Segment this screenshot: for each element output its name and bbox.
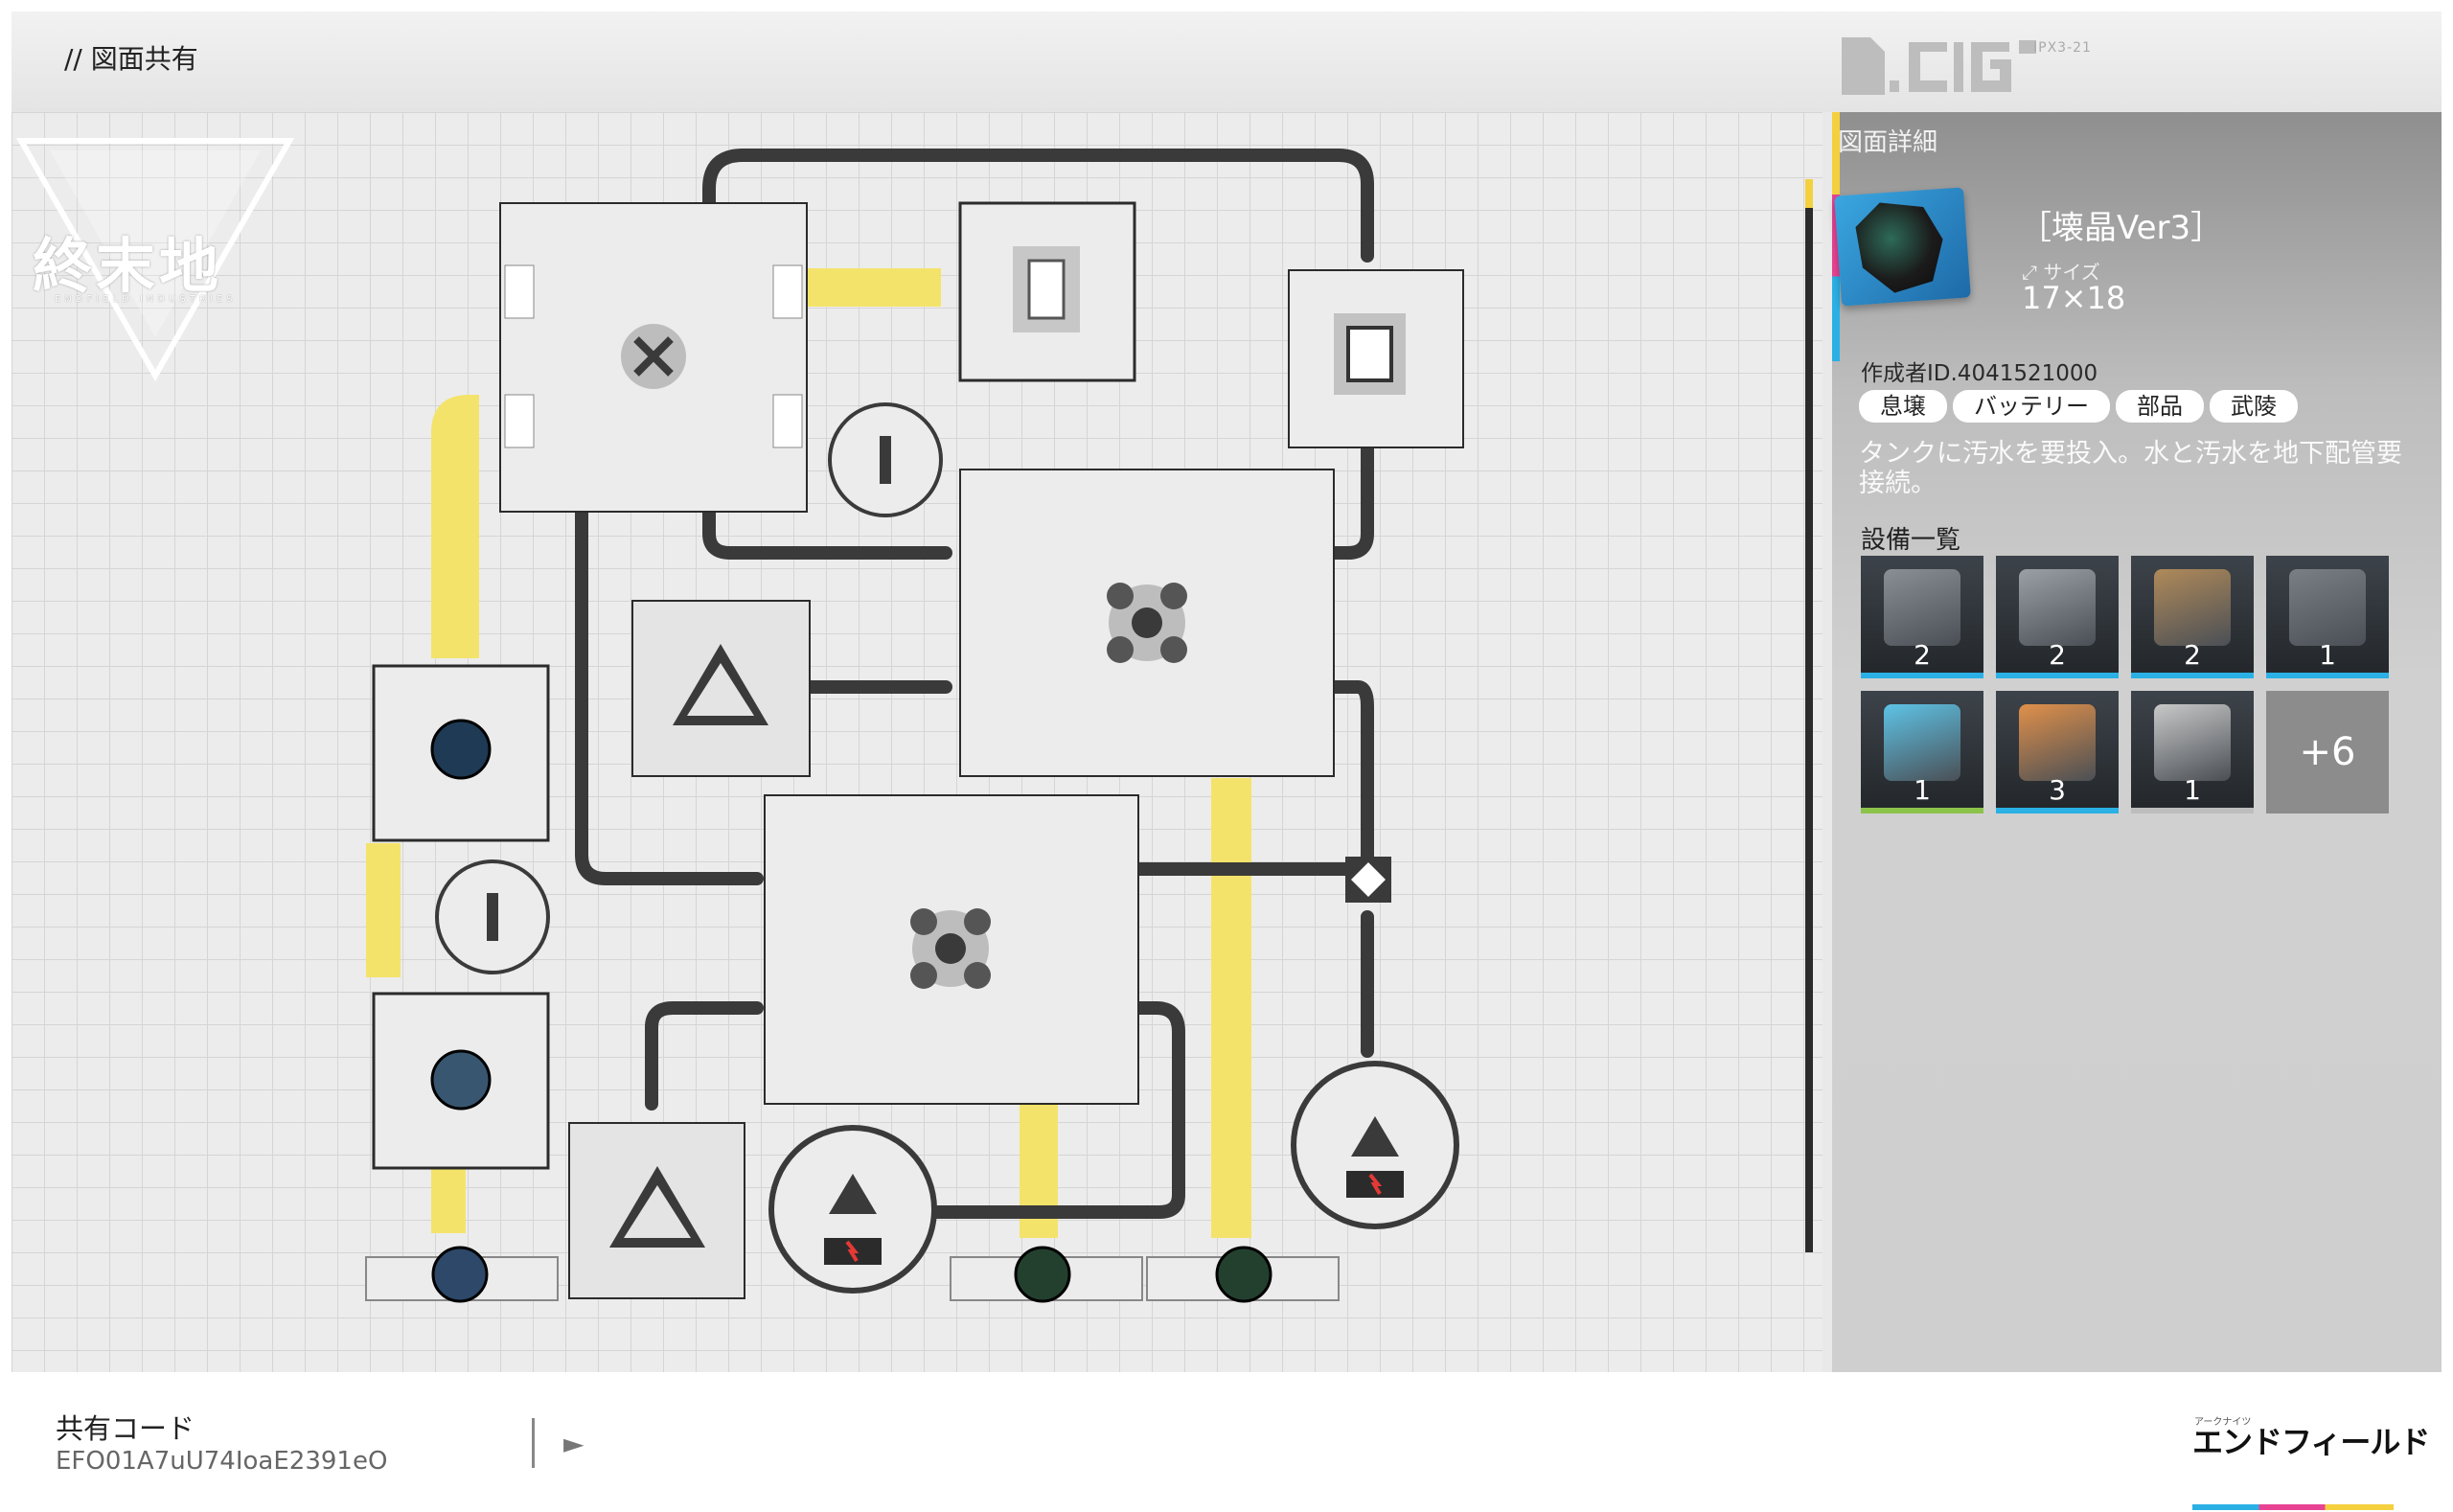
panel-scrollbar-thumb[interactable] (1805, 179, 1813, 208)
crystal-icon (1854, 198, 1946, 295)
machine-tower-small-2 (435, 859, 550, 974)
equipment-rarity-bar (2131, 808, 2254, 813)
detail-panel-accent (1832, 112, 1840, 361)
machine-triangle-bottom (568, 1122, 745, 1299)
equipment-rarity-bar (2266, 673, 2389, 678)
endfield-logo: 終末地 ENDFIELD INDUSTRIES (11, 131, 299, 390)
footer-brand-small: アークナイツ (2194, 1417, 2252, 1428)
size-label: ⤢ サイズ (2022, 257, 2100, 285)
machine-storage-left-lower (372, 992, 550, 1170)
machine-filter-center (959, 469, 1335, 777)
equipment-count: 2 (2049, 639, 2066, 671)
share-code-label: 共有コード (56, 1412, 195, 1445)
machine-refinery-top (499, 202, 808, 513)
brand-mark-icon (1842, 37, 2036, 95)
logo-title: 終末地 (33, 231, 223, 301)
equipment-tile[interactable]: 1 (1861, 691, 1983, 813)
equipment-count: 1 (1914, 774, 1931, 806)
battery-rack-colored-icon (2289, 569, 2366, 646)
factory-blueprint (365, 149, 1464, 1303)
equipment-tile[interactable]: 1 (2266, 556, 2389, 678)
footer-color-strip (2192, 1504, 2394, 1510)
blueprint-name: ［壊晶Ver3］ (2019, 209, 2224, 247)
equipment-count: 3 (2049, 774, 2066, 806)
page-title: // 図面共有 (64, 43, 198, 75)
equipment-grid: 2 2 2 1 1 3 1 +6 (1861, 556, 2389, 813)
equipment-rarity-bar (1861, 808, 1983, 813)
divider (532, 1418, 535, 1468)
equipment-rarity-bar (1861, 673, 1983, 678)
footer-brand-logo: エンドフィールド (2192, 1424, 2430, 1460)
bottom-bar (0, 1372, 2453, 1512)
equipment-heading: 設備一覧 (1861, 526, 1961, 555)
storage-box-icon (2154, 704, 2231, 781)
logo-triangle-icon (15, 138, 295, 382)
tag-item[interactable]: 息壌 (1859, 390, 1947, 423)
equipment-rarity-bar (1996, 673, 2119, 678)
tag-item[interactable]: バッテリー (1953, 390, 2110, 423)
brand-code: IPX3-21 (2033, 40, 2092, 56)
machine-tower-small-1 (828, 402, 943, 517)
machine-small-top (958, 201, 1136, 382)
more-equipment-button[interactable]: +6 (2266, 691, 2389, 813)
logo-subtitle: ENDFIELD INDUSTRIES (55, 294, 237, 305)
machine-triangle-left (631, 600, 811, 777)
equipment-rarity-bar (2131, 673, 2254, 678)
sorter-arrow-icon (1884, 569, 1960, 646)
equipment-rarity-bar (1996, 808, 2119, 813)
machine-filter-lower (764, 794, 1139, 1105)
tag-item[interactable]: 部品 (2116, 390, 2204, 423)
tag-item[interactable]: 武陵 (2210, 390, 2298, 423)
size-label-text: サイズ (2043, 261, 2100, 284)
tag-list: 息壌 バッテリー 部品 武陵 (1859, 390, 2298, 423)
conveyor-belts (575, 149, 1374, 1219)
equipment-count: 2 (1914, 639, 1931, 671)
equipment-count: 1 (2184, 774, 2201, 806)
battery-rack-icon (2154, 569, 2231, 646)
machine-power-right (1291, 1061, 1459, 1229)
equipment-tile[interactable]: 2 (1996, 556, 2119, 678)
machine-pump-topright (1288, 269, 1464, 448)
equipment-tile[interactable]: 2 (1861, 556, 1983, 678)
blueprint-grid[interactable] (11, 112, 1823, 1372)
resize-icon: ⤢ (2022, 261, 2037, 284)
conveyor-splitter (1345, 857, 1391, 903)
machine-power-bottom (768, 1125, 937, 1294)
share-code-value[interactable]: EFO01A7uU74IoaE2391eO (56, 1447, 388, 1476)
panel-scrollbar[interactable] (1805, 179, 1813, 1252)
equipment-count: 2 (2184, 639, 2201, 671)
equipment-tile[interactable]: 2 (2131, 556, 2254, 678)
crusher-machine-icon (2019, 569, 2096, 646)
blueprint-description: タンクに汚水を要投入。水と汚水を地下配管要接続。 (1859, 439, 2402, 498)
send-button[interactable]: ► (563, 1428, 585, 1459)
top-bar: // 図面共有 IPX3-21 (11, 11, 2442, 112)
water-tank-icon (1884, 704, 1960, 781)
detail-heading: 図面詳細 (1838, 128, 1938, 157)
equipment-count: 1 (2319, 639, 2336, 671)
conveyor-unit-icon (2019, 704, 2096, 781)
creator-id: 作成者ID.4041521000 (1861, 361, 2098, 386)
size-value: 17×18 (2022, 280, 2126, 316)
equipment-tile[interactable]: 3 (1996, 691, 2119, 813)
output-ports (365, 1246, 1340, 1303)
equipment-tile[interactable]: 1 (2131, 691, 2254, 813)
machine-storage-left-upper (372, 664, 550, 842)
blueprint-thumbnail (1834, 187, 1971, 307)
